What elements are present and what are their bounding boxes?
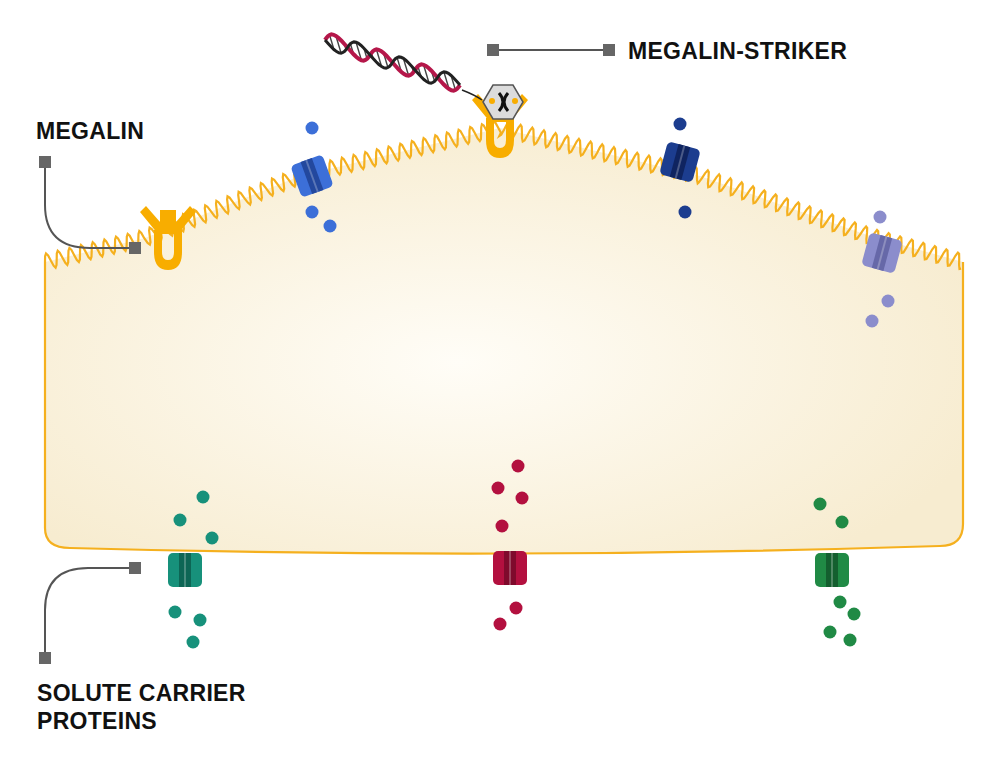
solute-dot xyxy=(679,206,692,219)
solute-dot xyxy=(169,606,182,619)
solute-dot xyxy=(882,295,895,308)
solute-dot xyxy=(836,516,849,529)
solute-dot xyxy=(324,220,337,233)
callout-label: MEGALIN-STRIKER xyxy=(628,38,958,66)
basal-membrane xyxy=(45,262,963,554)
transporter xyxy=(659,141,701,183)
microvilli-membrane xyxy=(45,121,961,269)
solute-dot xyxy=(496,520,509,533)
solute-dot xyxy=(492,482,505,495)
callout-label: SOLUTE CARRIER PROTEINS xyxy=(37,680,277,735)
megalin-receptor xyxy=(140,206,196,270)
solute-dot xyxy=(866,315,879,328)
transporter xyxy=(290,154,334,198)
solute-dot xyxy=(834,596,847,609)
solute-dot xyxy=(187,636,200,649)
dna-aptamer xyxy=(325,34,482,100)
solute-dot xyxy=(306,206,319,219)
transporter xyxy=(168,553,202,587)
solute-dot xyxy=(197,491,210,504)
solute-dot xyxy=(494,618,507,631)
transporter xyxy=(815,553,849,587)
solute-dot xyxy=(814,498,827,511)
solute-dot xyxy=(848,608,861,621)
solute-dot xyxy=(510,602,523,615)
solute-dot xyxy=(194,614,207,627)
solute-dot xyxy=(306,122,319,135)
solute-dot xyxy=(206,532,219,545)
transporter xyxy=(493,551,527,585)
solute-dot xyxy=(824,626,837,639)
solute-dot xyxy=(516,492,529,505)
cell-body xyxy=(45,128,963,554)
drug-hexagon xyxy=(483,85,523,119)
transporter xyxy=(861,232,903,274)
solute-dot xyxy=(674,118,687,131)
solute-dot xyxy=(512,460,525,473)
callout-label: MEGALIN xyxy=(36,118,236,146)
solute-dot xyxy=(874,211,887,224)
solute-dot xyxy=(174,514,187,527)
solute-dot xyxy=(844,634,857,647)
